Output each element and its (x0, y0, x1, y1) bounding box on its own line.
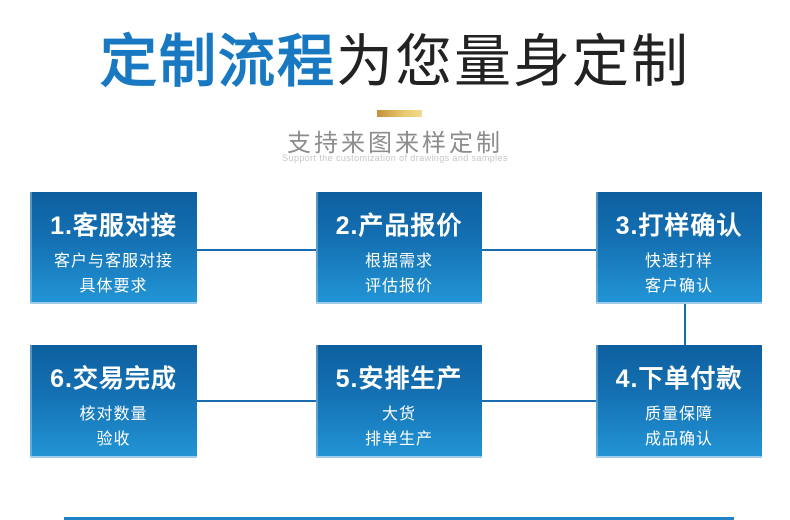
step-line: 具体要求 (79, 278, 148, 295)
step-description: 快速打样 客户确认 (596, 249, 762, 299)
step-description: 大货 排单生产 (316, 402, 482, 452)
step-title: 6.交易完成 (50, 365, 177, 393)
subtitle: 支持来图来样定制 (287, 130, 503, 157)
step-box-5: 5.安排生产 大货 排单生产 (316, 345, 482, 458)
step-line: 质量保障 (644, 406, 713, 423)
step-line: 验收 (96, 431, 131, 448)
step-box-1: 1.客服对接 客户与客服对接 具体要求 (30, 192, 197, 304)
step-title: 2.产品报价 (335, 212, 463, 240)
header: 定制流程为您量身定制 支持来图来样定制 Support the customiz… (0, 0, 790, 163)
step-line: 根据需求 (364, 253, 433, 270)
step-line: 客户确认 (644, 278, 713, 295)
step-title: 3.打样确认 (615, 212, 743, 240)
step-box-3: 3.打样确认 快速打样 客户确认 (596, 192, 762, 304)
step-description: 核对数量 验收 (30, 402, 197, 452)
step-line: 成品确认 (644, 431, 713, 448)
page-title: 定制流程为您量身定制 (0, 0, 790, 96)
connector-step2-step3 (482, 249, 596, 251)
connector-step1-step2 (197, 249, 316, 251)
step-line: 客户与客服对接 (53, 253, 173, 270)
step-box-6: 6.交易完成 核对数量 验收 (30, 345, 197, 458)
step-box-2: 2.产品报价 根据需求 评估报价 (316, 192, 482, 304)
step-title: 4.下单付款 (615, 365, 743, 393)
subtitle-english: Support the customization of drawings an… (282, 153, 508, 163)
step-line: 快速打样 (644, 253, 713, 270)
step-line: 排单生产 (364, 431, 433, 448)
connector-step3-step4 (684, 304, 686, 345)
connector-step4-step5 (482, 400, 596, 402)
connector-step5-step6 (197, 400, 316, 402)
step-line: 核对数量 (79, 406, 148, 423)
step-title: 5.安排生产 (335, 365, 463, 393)
gold-divider (377, 110, 422, 117)
step-box-4: 4.下单付款 质量保障 成品确认 (596, 345, 762, 458)
step-line: 大货 (381, 406, 416, 423)
page-title-rest: 为您量身定制 (336, 30, 690, 94)
page-title-highlight: 定制流程 (100, 30, 336, 94)
step-description: 质量保障 成品确认 (596, 402, 762, 452)
step-description: 客户与客服对接 具体要求 (30, 249, 197, 299)
step-description: 根据需求 评估报价 (316, 249, 482, 299)
next-section-top-edge (64, 517, 734, 520)
step-line: 评估报价 (364, 278, 433, 295)
step-title: 1.客服对接 (50, 212, 177, 240)
